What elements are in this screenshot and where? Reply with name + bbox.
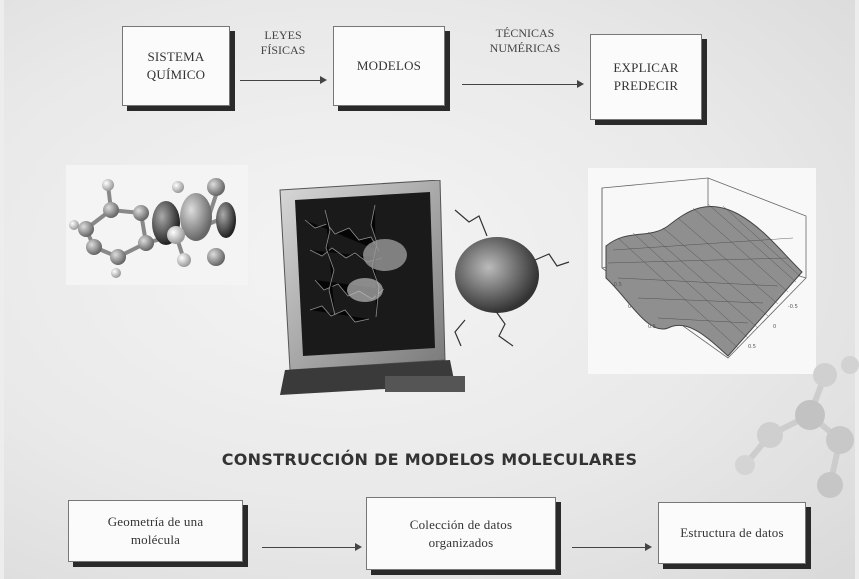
- label-line: LEYES: [264, 28, 302, 42]
- box-line: molécula: [130, 532, 181, 547]
- surface-plot-image: -0.5 0 0.5 0.5 0 -0.5: [588, 168, 816, 374]
- box-line: QUÍMICO: [146, 67, 206, 82]
- svg-text:0.5: 0.5: [648, 324, 656, 330]
- svg-text:0: 0: [773, 324, 776, 330]
- label-leyes-fisicas: LEYES FÍSICAS: [248, 28, 318, 58]
- svg-text:0: 0: [628, 304, 631, 310]
- box-line: organizados: [428, 534, 494, 550]
- box-coleccion-datos: Colección de datos organizados: [366, 497, 556, 570]
- label-line: TÉCNICAS: [495, 26, 555, 40]
- box-line: Geometría de una: [107, 514, 204, 530]
- box-line: Estructura de datos: [680, 525, 784, 541]
- label-tecnicas-numericas: TÉCNICAS NUMÉRICAS: [470, 26, 580, 56]
- label-line: FÍSICAS: [260, 43, 306, 57]
- monitor-image: [279, 180, 570, 395]
- box-line: PREDECIR: [613, 78, 679, 93]
- box-explicar-predecir: EXPLICAR PREDECIR: [590, 34, 702, 120]
- arrow-3: [262, 543, 362, 551]
- box-line: EXPLICAR: [613, 60, 679, 76]
- arrow-1: [240, 76, 327, 84]
- svg-text:-0.5: -0.5: [612, 282, 622, 288]
- box-modelos: MODELOS: [333, 26, 445, 106]
- box-sistema-quimico: SISTEMA QUÍMICO: [122, 26, 230, 106]
- svg-text:-0.5: -0.5: [788, 304, 798, 310]
- box-geometria-molecula: Geometría de una molécula: [68, 500, 243, 562]
- molecule-image: [66, 165, 248, 285]
- box-line: MODELOS: [356, 58, 422, 74]
- box-line: Colección de datos: [409, 516, 513, 532]
- decorative-molecule-graphic: [735, 356, 859, 498]
- svg-text:0.5: 0.5: [748, 344, 756, 350]
- arrow-4: [572, 543, 652, 551]
- box-estructura-datos: Estructura de datos: [658, 502, 806, 564]
- label-line: NUMÉRICAS: [489, 41, 561, 55]
- box-line: SISTEMA: [147, 49, 205, 65]
- section-heading: CONSTRUCCIÓN DE MODELOS MOLECULARES: [221, 450, 638, 469]
- arrow-2: [462, 80, 584, 88]
